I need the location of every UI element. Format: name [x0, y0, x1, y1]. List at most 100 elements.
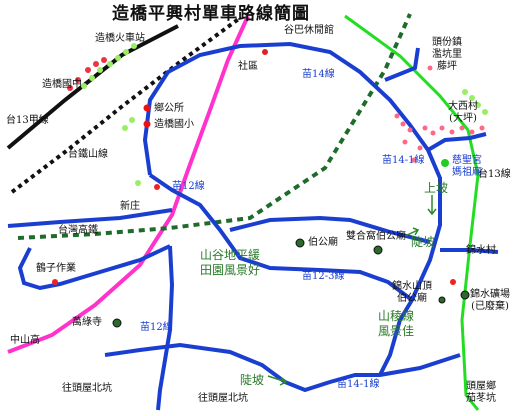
route-west-branch: [7, 208, 173, 228]
route-label-miao14-top: 苗14線: [302, 69, 335, 80]
greenery-marker: [97, 67, 103, 73]
route-label-miao12-upper: 苗12線: [172, 181, 205, 192]
flower-marker: [402, 139, 408, 145]
label-taichung-mountain-line: 台鐵山線: [68, 149, 108, 160]
flower-marker: [427, 65, 433, 71]
greenery-marker: [469, 95, 475, 101]
temple-icon: [295, 238, 305, 248]
flower-marker: [154, 184, 160, 190]
label-daxi-line: (大坪): [449, 113, 477, 124]
label-jinshui-mine-line: (已廢棄): [471, 301, 509, 312]
label-jinshui-shanding: 錦水山頂 伯公廟: [392, 282, 432, 304]
flower-marker: [67, 85, 73, 91]
greenery-marker: [115, 55, 121, 61]
annotation-valley-line: 山谷地平緩: [200, 248, 261, 262]
route-label-miao12-lower: 苗12線: [140, 322, 173, 333]
label-toufen-line: 藤坪: [437, 61, 457, 72]
annotation-ridge-line: 風景佳: [378, 324, 415, 338]
flower-marker: [411, 157, 417, 163]
label-jinshui-shanding-line: 伯公廟: [397, 293, 427, 304]
flower-marker: [101, 57, 107, 63]
label-jinshui-village: 錦水村: [466, 245, 496, 256]
flower-markers: [52, 49, 485, 285]
greenery-marker: [482, 109, 488, 115]
bike-route-network: [7, 41, 499, 411]
label-xinzhuang: 新庄: [120, 201, 140, 212]
flower-marker: [459, 125, 465, 131]
flower-marker: [449, 129, 455, 135]
flower-marker: [439, 125, 445, 131]
flower-marker: [85, 67, 91, 73]
label-provincial-13a: 台13甲線: [6, 115, 49, 126]
route-jinshui-spur: [440, 248, 499, 254]
high-speed-rail-line: [17, 13, 412, 240]
annotation-valley: 山谷地平緩 田園風景好: [200, 249, 260, 276]
flower-marker: [52, 279, 58, 285]
label-jinshui-shanding-line: 錦水山頂: [392, 281, 432, 292]
flower-marker: [479, 125, 485, 131]
label-cisheng-temple: 慈聖宮 媽祖廟: [452, 156, 482, 178]
flower-marker: [400, 121, 406, 127]
label-touwu-line: 茄苳坑: [466, 393, 496, 404]
label-shuangheju-temple: 雙合窩伯公廟: [346, 231, 406, 242]
greenery-marker: [107, 61, 113, 67]
label-gubaxiu-hall: 谷巴休閒館: [284, 25, 334, 36]
greenery-marker: [129, 117, 135, 123]
greenery-marker: [135, 180, 141, 186]
temple-markers: [112, 238, 470, 328]
greenery-marker: [441, 159, 449, 167]
label-jinshui-mine-line: 錦水礦場: [470, 289, 510, 300]
flower-marker: [422, 125, 428, 131]
label-tsuruko-workshop: 鶴子作業: [36, 263, 76, 274]
route-label-miao14-1-bottom: 苗14-1線: [337, 379, 380, 390]
label-taiwan-hsr: 台灣高鐵: [58, 225, 98, 236]
railway-solid-line: [6, 24, 179, 150]
flower-marker: [430, 130, 436, 136]
label-cisheng-line: 媽祖廟: [452, 167, 482, 178]
temple-icon: [112, 318, 122, 328]
route-main-loop: [142, 41, 442, 376]
flower-marker: [469, 129, 475, 135]
uphill-arrow-2: [404, 227, 420, 237]
label-daxi-line: 大西村: [448, 101, 478, 112]
route-label-miao12-3: 苗12-3線: [302, 271, 345, 282]
greenery-marker: [475, 102, 481, 108]
temple-icon: [438, 296, 446, 304]
route-daxi-spur: [426, 132, 487, 152]
flower-marker: [143, 120, 151, 128]
annotation-ridge-line: 山稜線: [378, 309, 415, 323]
route-toufen-spur: [384, 47, 420, 82]
flower-marker: [417, 145, 423, 151]
label-wanlu-temple: 萬綠寺: [72, 317, 102, 328]
label-to-toupinwu-bei-1: 往頭屋北坑: [62, 383, 112, 394]
annotation-valley-line: 田園風景好: [200, 263, 261, 277]
label-to-toupinwu-bei-2: 往頭屋北坑: [198, 393, 248, 404]
uphill-arrow-1: [427, 195, 437, 216]
label-township-office: 鄉公所: [154, 103, 184, 114]
greenery-marker: [131, 43, 137, 49]
route-middle-link: [229, 215, 431, 244]
slope-arrows: [267, 195, 437, 386]
label-touwu: 頭屋鄉 茄苳坑: [466, 382, 496, 404]
label-zhongshan-highway: 中山高: [10, 335, 40, 346]
flower-marker: [93, 61, 99, 67]
label-community: 社區: [238, 61, 258, 72]
flower-marker: [450, 279, 456, 285]
label-cisheng-line: 慈聖宮: [452, 155, 482, 166]
greenery-markers: [81, 43, 488, 186]
greenery-marker: [122, 125, 128, 131]
temple-icon: [373, 245, 383, 255]
label-provincial-13: 台13線: [478, 169, 511, 180]
annotation-uphill-1: 上坡: [424, 181, 449, 195]
annotation-uphill-2: 陡坡: [411, 235, 436, 249]
label-touwu-line: 頭屋鄉: [466, 381, 496, 392]
label-toufen-line: 頭份鎮: [432, 37, 462, 48]
flower-marker: [407, 127, 413, 133]
label-zaoqiao-station: 造橋火車站: [95, 33, 145, 44]
route-west-loop: [17, 244, 171, 291]
map-title: 造橋平興村單車路線簡圖: [112, 4, 310, 24]
greenery-marker: [81, 83, 87, 89]
uphill-arrow-3: [267, 375, 288, 386]
